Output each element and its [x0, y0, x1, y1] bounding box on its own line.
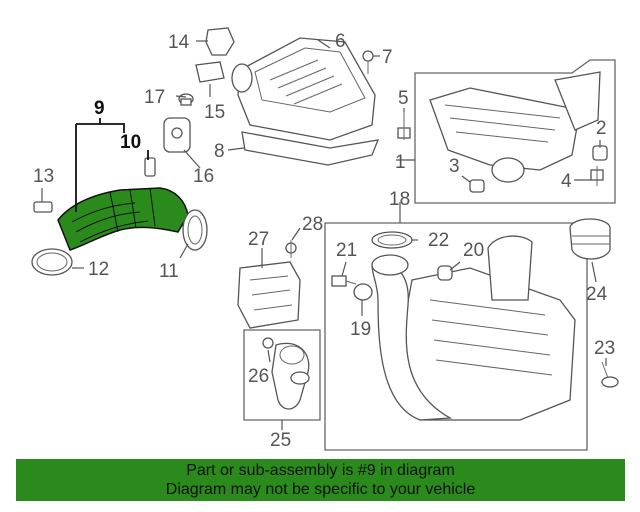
- callout-19: 19: [350, 319, 371, 340]
- resonator-part: [371, 235, 576, 421]
- callout-25: 25: [270, 430, 291, 451]
- callout-24: 24: [586, 284, 608, 305]
- callout-7: 7: [382, 47, 393, 68]
- callout-27: 27: [248, 229, 269, 250]
- callout-18: 18: [389, 189, 410, 210]
- bolt-part-5: [397, 112, 411, 140]
- callout-16: 16: [193, 166, 214, 187]
- callout-2: 2: [596, 118, 607, 139]
- callout-9: 9: [94, 98, 105, 119]
- grommet-part-19: [353, 283, 373, 301]
- sensor-part: [195, 27, 235, 83]
- callout-28: 28: [302, 214, 323, 235]
- notice-banner: Part or sub-assembly is #9 in diagram Di…: [16, 459, 625, 501]
- grommet-part-20: [437, 265, 453, 281]
- bracket-part: [237, 261, 301, 329]
- callout-6: 6: [335, 31, 346, 52]
- grommet-part: [178, 93, 194, 106]
- callout-17: 17: [144, 87, 165, 108]
- callout-26: 26: [248, 366, 269, 387]
- parts-diagram: 1 2 3 4 5 6 7 8 9 10 11 12 13 14 15 16 1…: [31, 27, 619, 451]
- callout-22: 22: [428, 230, 449, 251]
- banner-line-2: Diagram may not be specific to your vehi…: [165, 481, 476, 498]
- callout-12: 12: [88, 259, 109, 280]
- callout-4: 4: [561, 171, 572, 192]
- callout-23: 23: [594, 338, 615, 359]
- iat-sensor-part: [163, 117, 191, 153]
- box-resonator: [324, 222, 588, 451]
- callout-1: 1: [395, 152, 406, 173]
- banner-line-1: Part or sub-assembly is #9 in diagram: [186, 462, 455, 479]
- chamber-part: [271, 342, 310, 410]
- callout-11: 11: [159, 261, 179, 282]
- callout-3: 3: [449, 156, 460, 177]
- connector-part: [144, 157, 156, 177]
- callout-15: 15: [204, 102, 225, 123]
- hose-clamp-part: [31, 248, 73, 276]
- clip-part: [362, 50, 374, 74]
- lower-case-part: [429, 71, 601, 183]
- screw-part-23: [601, 361, 619, 388]
- callout-20: 20: [463, 240, 484, 261]
- callout-5: 5: [398, 88, 409, 109]
- bolt-part-21: [331, 275, 357, 287]
- mount-rubber-part: [592, 145, 608, 161]
- box-chamber: [243, 329, 321, 421]
- bolt-part: [590, 166, 604, 186]
- seal-ring-part: [182, 209, 208, 251]
- duct-part-24: [569, 218, 611, 260]
- air-cleaner-cover: [231, 37, 376, 141]
- clip-part-28: [285, 240, 297, 258]
- callout-numbers: 1 2 3 4 5 6 7 8 9 10 11 12 13 14 15 16 1…: [33, 31, 615, 451]
- small-grommet-part: [469, 179, 485, 193]
- callout-10: 10: [120, 132, 141, 153]
- callout-21: 21: [336, 240, 357, 261]
- callout-13: 13: [33, 166, 54, 187]
- clamp-screw-part: [33, 201, 53, 213]
- grommet-part-26: [262, 337, 274, 349]
- leader-lines: [41, 39, 607, 430]
- callout-8: 8: [214, 141, 225, 162]
- cover-gasket: [241, 131, 380, 166]
- callout-14: 14: [168, 32, 190, 53]
- gasket-ring-22: [371, 231, 413, 249]
- box-lower-case: [414, 59, 616, 204]
- intake-tube-highlighted: [57, 187, 189, 251]
